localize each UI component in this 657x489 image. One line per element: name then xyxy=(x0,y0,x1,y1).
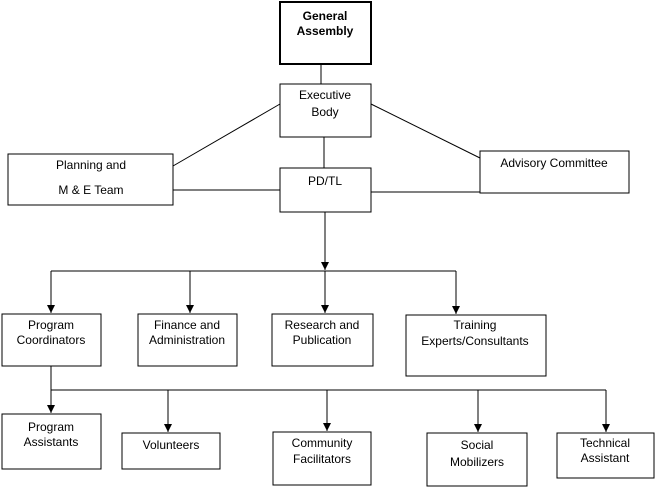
node-label: Volunteers xyxy=(143,438,200,452)
node-label: Advisory Committee xyxy=(500,156,608,170)
node-label: Social xyxy=(461,438,494,452)
node-label: Assistant xyxy=(581,451,630,465)
node-label: General xyxy=(303,9,348,23)
node-label: Coordinators xyxy=(17,333,86,347)
node-label: Executive xyxy=(299,88,351,102)
node-label: Program xyxy=(28,318,74,332)
node-finance-administration: Finance and Administration xyxy=(137,313,238,367)
node-training-experts: Training Experts/Consultants xyxy=(405,314,547,377)
node-label: PD/TL xyxy=(308,174,342,188)
node-label: M & E Team xyxy=(58,183,123,197)
node-label: Community xyxy=(292,436,353,450)
edge-executive-body-planning xyxy=(172,103,281,167)
node-volunteers: Volunteers xyxy=(121,432,221,470)
node-label: Planning and xyxy=(56,158,126,172)
node-social-mobilizers: Social Mobilizers xyxy=(426,432,528,487)
node-program-coordinators: Program Coordinators xyxy=(1,313,102,367)
node-label: Program xyxy=(28,420,74,434)
node-label: Publication xyxy=(293,333,352,347)
node-community-facilitators: Community Facilitators xyxy=(272,431,372,486)
node-general-assembly: General Assembly xyxy=(279,1,372,65)
node-pd-tl: PD/TL xyxy=(279,167,372,213)
node-label: Mobilizers xyxy=(450,455,504,469)
node-label: Assembly xyxy=(297,24,354,38)
connectors xyxy=(47,64,610,432)
node-label: Technical xyxy=(580,436,630,450)
node-label: Facilitators xyxy=(293,452,351,466)
node-advisory-committee: Advisory Committee xyxy=(479,150,630,194)
node-technical-assistant: Technical Assistant xyxy=(556,432,655,479)
node-label: Administration xyxy=(149,333,225,347)
node-label: Body xyxy=(311,105,338,119)
node-planning-me-team: Planning and M & E Team xyxy=(7,153,174,206)
node-label: Assistants xyxy=(24,435,79,449)
node-executive-body: Executive Body xyxy=(279,83,372,138)
node-label: Experts/Consultants xyxy=(421,334,528,348)
node-program-assistants: Program Assistants xyxy=(1,413,102,470)
node-label: Training xyxy=(454,318,497,332)
node-label: Research and xyxy=(285,318,360,332)
edge-executive-body-advisory xyxy=(370,103,481,159)
node-label: Finance and xyxy=(154,318,220,332)
node-research-publication: Research and Publication xyxy=(271,313,374,367)
